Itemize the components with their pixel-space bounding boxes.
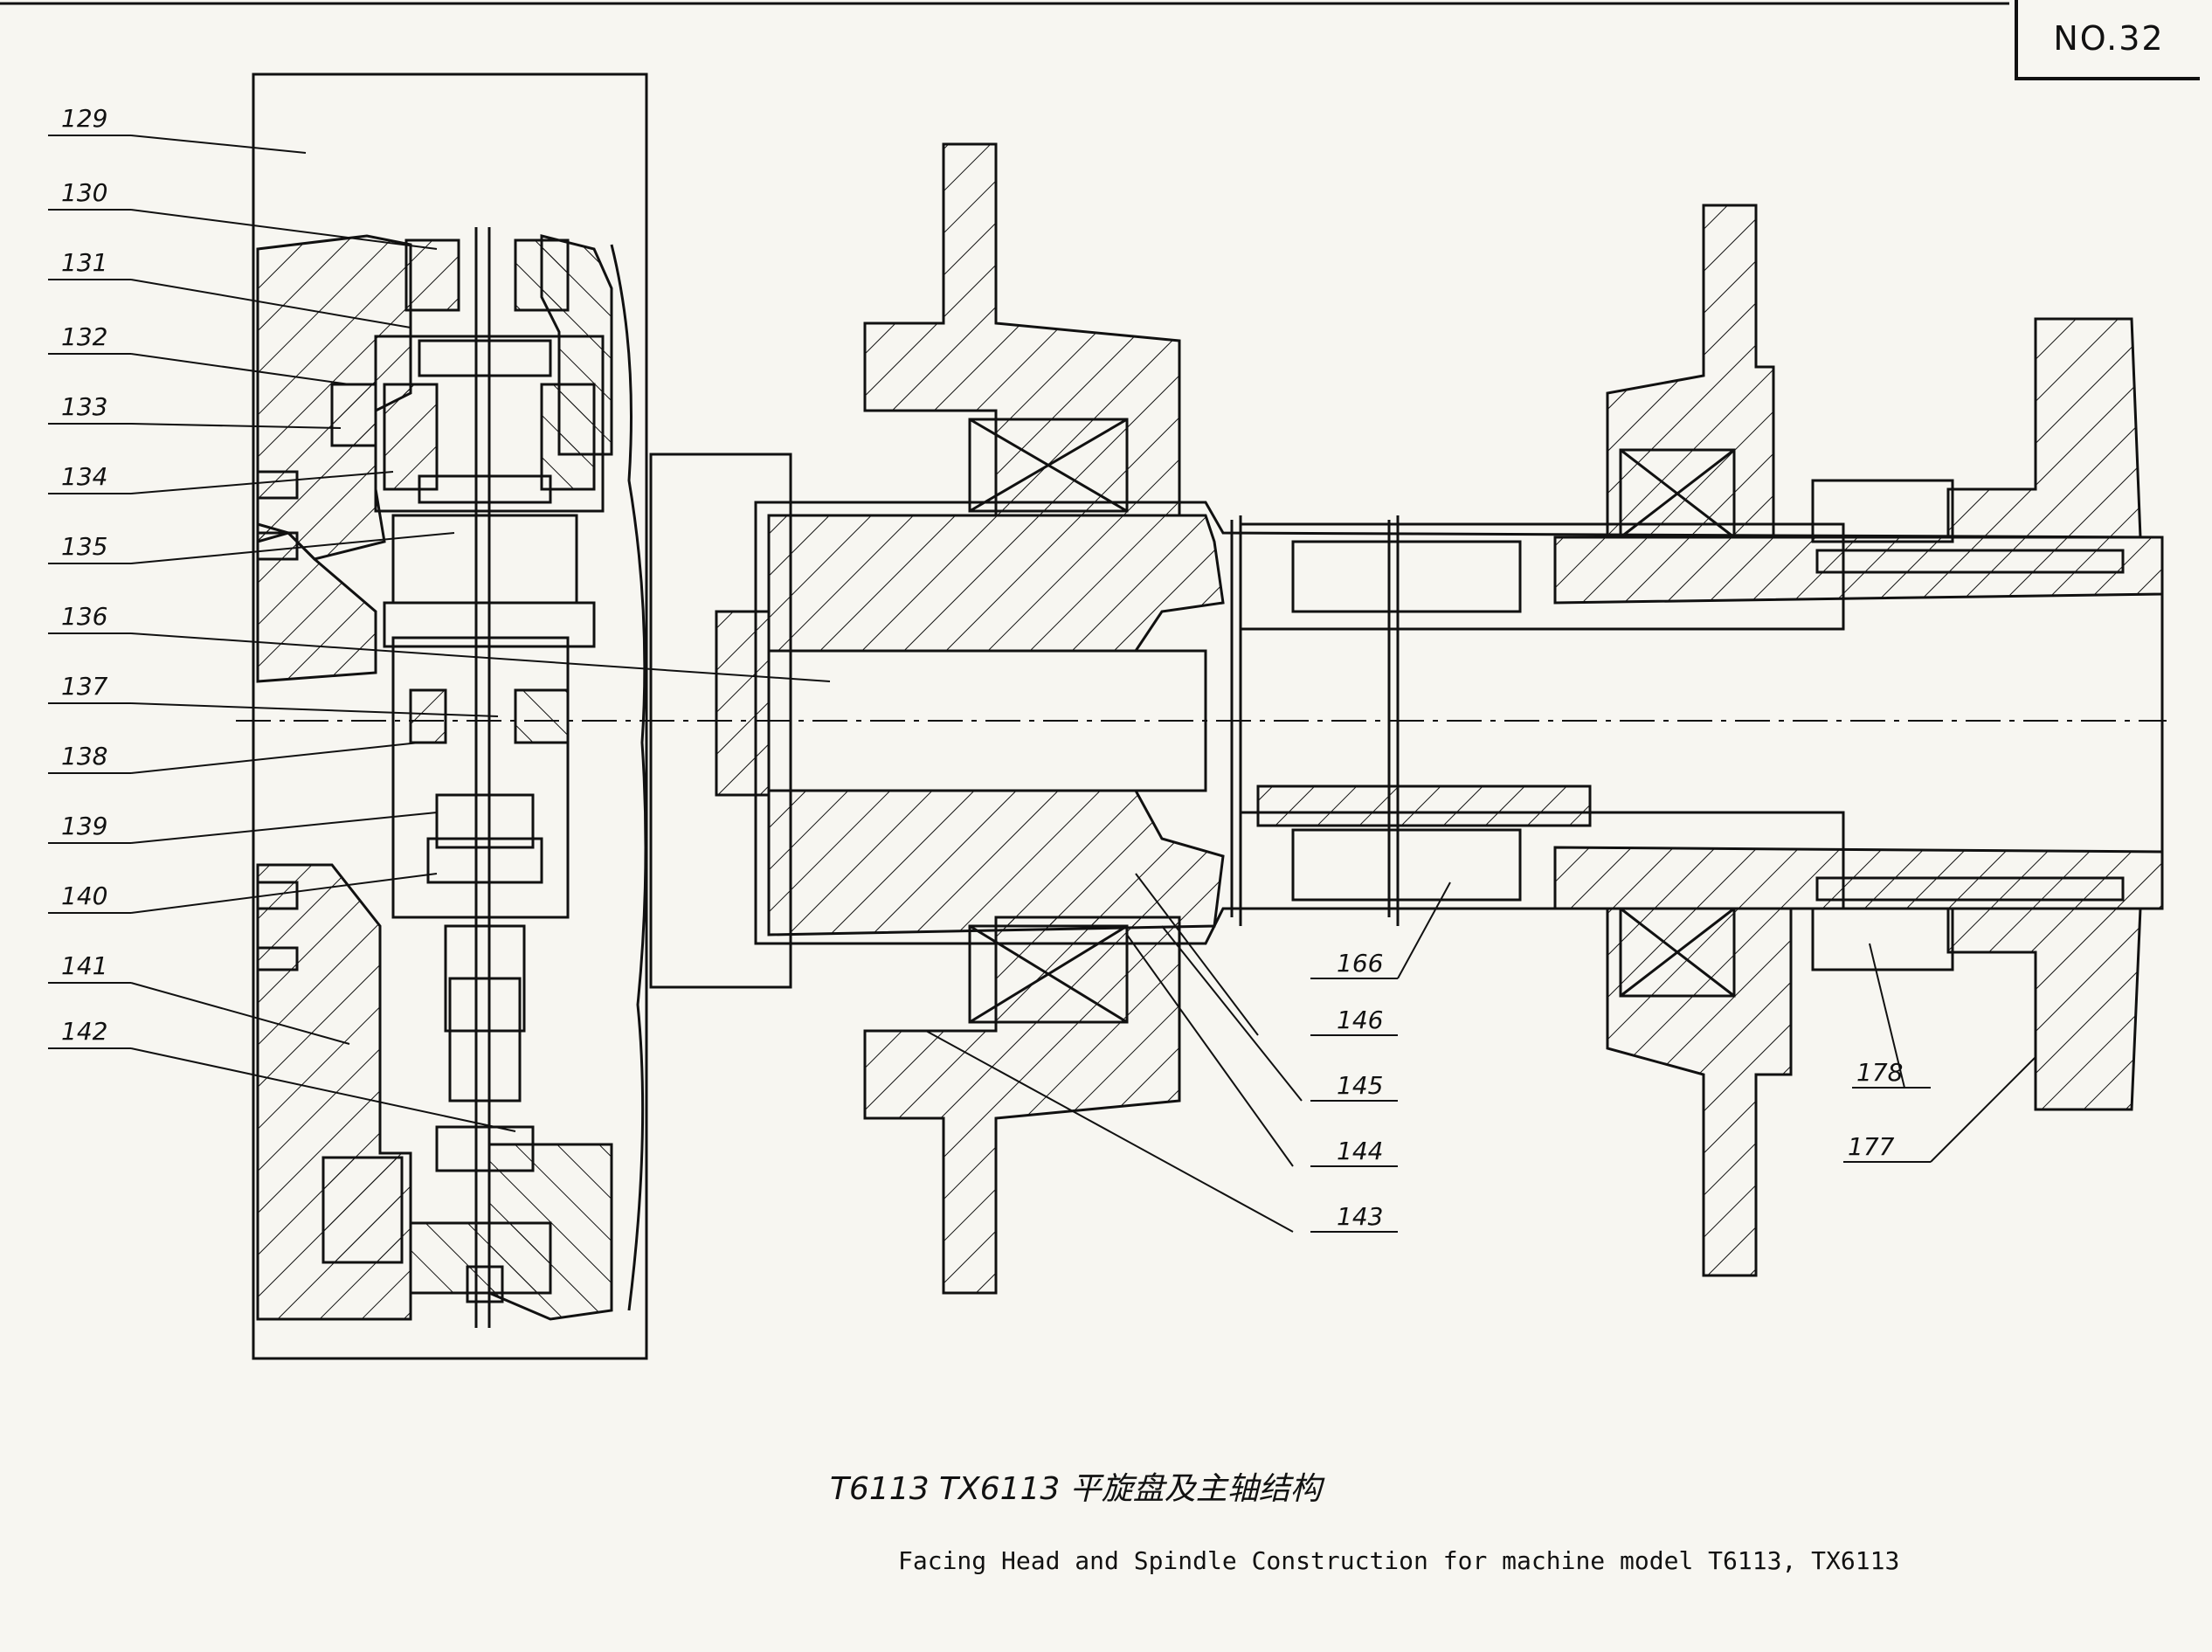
label-131: 131 [61,248,107,277]
label-133: 133 [61,392,107,421]
label-177: 177 [1848,1132,1895,1161]
label-139: 139 [61,812,107,840]
caption-english: Facing Head and Spindle Construction for… [898,1546,1900,1575]
part-labels: 129 130 131 132 133 134 135 136 137 138 … [61,104,1903,1231]
label-136: 136 [61,602,107,631]
facing-head [252,73,648,1360]
caption-chinese: T6113 TX6113 平旋盘及主轴结构 [830,1471,1322,1507]
label-134: 134 [61,462,107,491]
label-178: 178 [1856,1058,1903,1087]
page-number-box: NO.32 [2015,0,2200,80]
label-135: 135 [61,532,107,561]
label-142: 142 [61,1017,107,1046]
label-137: 137 [61,672,108,701]
spindle-assembly [236,142,2167,1295]
label-130: 130 [61,178,107,207]
label-132: 132 [61,322,107,351]
page-number: NO.32 [2053,19,2165,58]
label-143: 143 [1337,1202,1383,1231]
label-140: 140 [61,881,107,910]
label-166: 166 [1337,949,1383,978]
label-138: 138 [61,742,107,771]
label-144: 144 [1337,1137,1383,1165]
label-146: 146 [1337,1006,1383,1034]
label-129: 129 [61,104,107,133]
label-145: 145 [1337,1071,1383,1100]
label-141: 141 [61,951,107,980]
leader-lines [48,135,2036,1233]
